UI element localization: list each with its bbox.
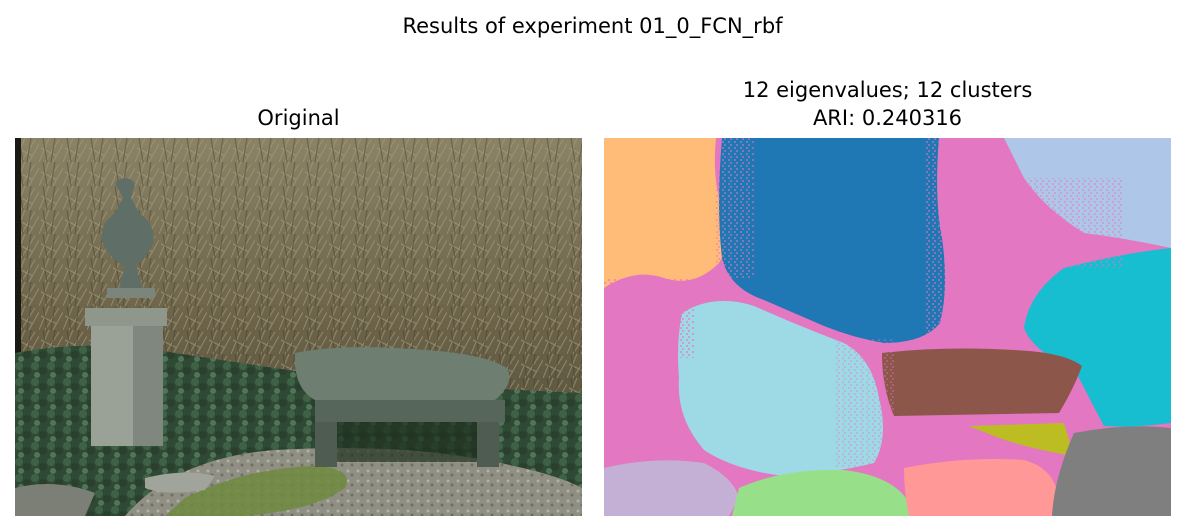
segmentation-title-line-1: 12 eigenvalues; 12 clusters [742,78,1033,102]
segmentation-image [604,138,1171,516]
segmentation-map-svg [604,138,1171,516]
original-panel-title: Original [257,106,340,130]
figure-title: Results of experiment 01_0_FCN_rbf [402,14,783,38]
original-image [15,138,582,516]
segmentation-title-line-2: ARI: 0.240316 [812,106,963,130]
original-photo-svg [15,138,582,516]
